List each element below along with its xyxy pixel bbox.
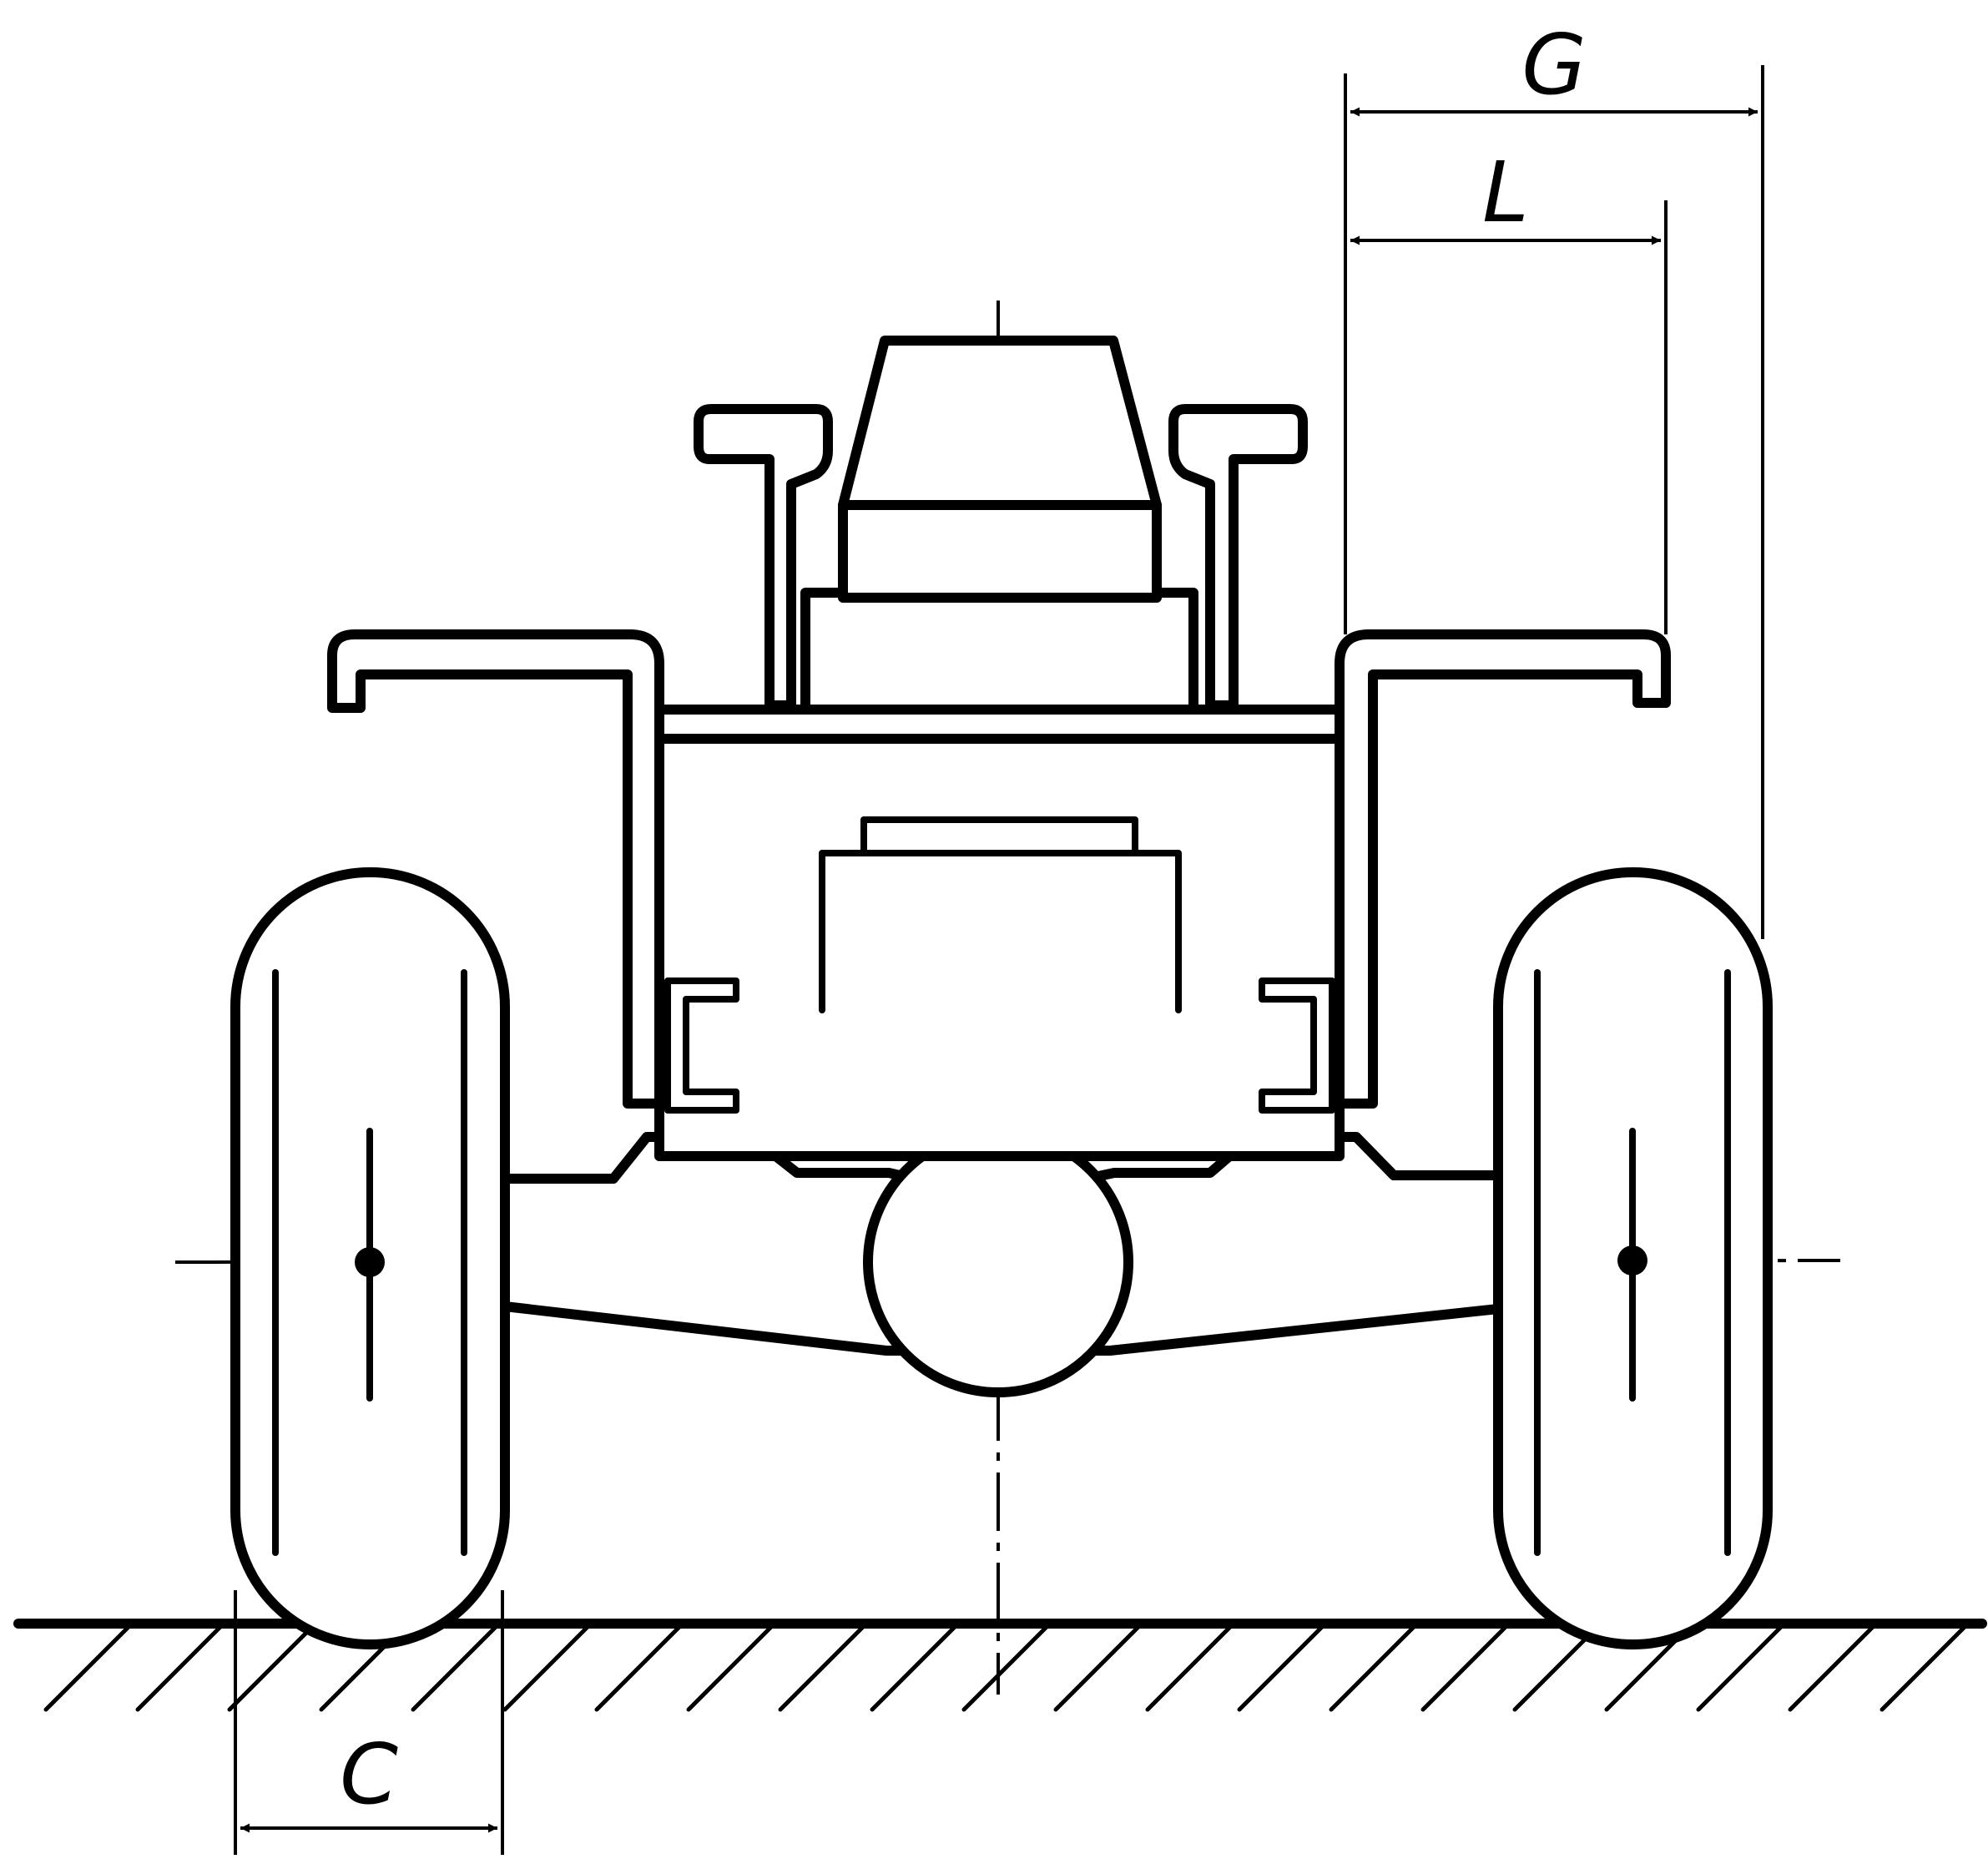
left-front-wheel	[230, 867, 510, 1649]
right-axle-bracket	[1259, 977, 1335, 1114]
tractor-body	[654, 705, 1345, 1161]
dimension-c: C	[234, 1590, 504, 1855]
dimension-l: L	[1350, 144, 1668, 634]
radiator-grille	[819, 816, 1182, 1013]
dimension-l-label: L	[1482, 144, 1529, 241]
axle-pivot-circle	[863, 1127, 1133, 1397]
dimension-g: G	[1344, 16, 1764, 939]
left-wheel-hub	[355, 1247, 385, 1277]
left-handlebar	[694, 404, 833, 710]
left-axle-bracket	[664, 977, 739, 1114]
right-wheel-hub	[1617, 1245, 1647, 1276]
right-handlebar	[1168, 404, 1308, 710]
cab-structure	[800, 336, 1198, 715]
right-front-wheel	[1493, 867, 1773, 1649]
dimension-g-label: G	[1521, 16, 1587, 114]
ground-hatching	[43, 1624, 1968, 1712]
right-mudguard	[1335, 629, 1671, 1109]
dimension-c-label: C	[340, 1725, 398, 1823]
left-mudguard	[327, 629, 664, 1109]
